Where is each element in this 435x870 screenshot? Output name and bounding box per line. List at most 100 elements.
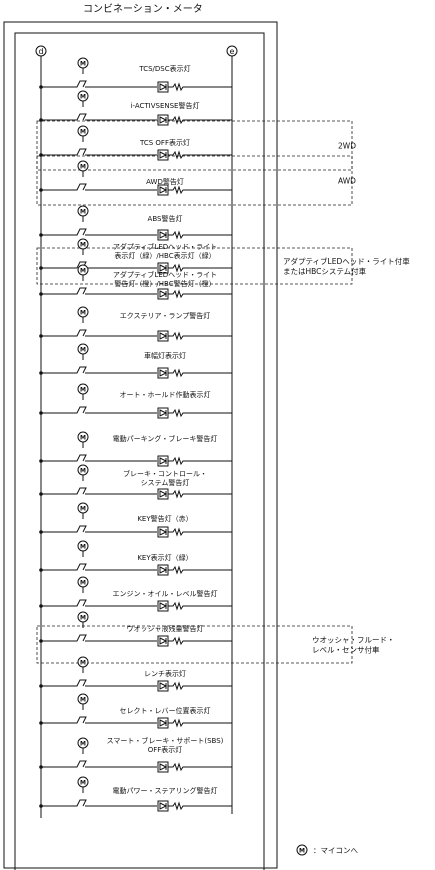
option-group-note: アダプティブLEDヘッド・ライト付車 <box>283 256 410 266</box>
microcomputer-legend-icon <box>296 844 308 856</box>
option-group-box <box>36 625 353 664</box>
switch-element <box>41 716 87 724</box>
microcomputer-symbol: M <box>80 61 86 68</box>
terminal-d-label: d <box>38 47 43 56</box>
microcomputer-symbol: M <box>80 468 86 475</box>
indicator-label: 警告灯（橙）/HBC警告灯（橙） <box>114 279 215 288</box>
switch-element <box>41 183 87 191</box>
resistor-icon <box>168 456 232 466</box>
indicator-label: 電動パワー・ステアリング警告灯 <box>113 786 218 795</box>
resistor-icon <box>168 636 232 646</box>
indicator-label: ウオッシャ液残量警告灯 <box>127 624 204 633</box>
option-group-note: AWD <box>338 177 356 186</box>
resistor-icon <box>168 150 232 160</box>
option-group-note: ウオッシャ・フルード・ <box>312 636 395 645</box>
switch-element <box>41 760 87 768</box>
indicator-circuit: M スマート・ブレーキ・サポート(SBS)OFF表示灯 <box>39 736 232 773</box>
terminal-d: d <box>35 45 47 57</box>
option-groups: 2WDAWDアダプティブLEDヘッド・ライト付車またはHBCシステム付車ウオッシ… <box>36 120 410 664</box>
resistor-icon <box>168 185 232 195</box>
microcomputer-symbol: M <box>80 615 86 622</box>
indicator-circuit: Mi-ACTIVSENSE警告灯 <box>39 90 232 126</box>
microcomputer-symbol: M <box>80 741 86 748</box>
indicator-label: スマート・ブレーキ・サポート(SBS) <box>107 736 224 745</box>
resistor-icon <box>168 263 232 273</box>
microcomputer-symbol: M <box>80 544 86 551</box>
indicator-label: i-ACTIVSENSE警告灯 <box>131 101 200 110</box>
resistor-icon <box>168 331 232 341</box>
option-group-note: またはHBCシステム付車 <box>283 266 367 276</box>
resistor-icon <box>168 489 232 499</box>
switch-element <box>41 406 87 414</box>
switch-element <box>41 113 87 121</box>
switch-element <box>41 799 87 807</box>
indicator-label: OFF表示灯 <box>148 745 183 754</box>
indicator-label: オート・ホールド作動表示灯 <box>120 390 211 399</box>
resistor-icon <box>168 718 232 728</box>
indicator-label: 電動パーキング・ブレーキ警告灯 <box>113 434 218 443</box>
indicator-label: エンジン・オイル・レベル警告灯 <box>113 589 218 598</box>
resistor-icon <box>168 801 232 811</box>
indicator-label: 車幅灯表示灯 <box>144 351 186 360</box>
option-group: 2WD <box>36 120 356 171</box>
indicator-circuit: M ウオッシャ液残量警告灯 <box>39 611 232 647</box>
resistor-icon <box>168 601 232 611</box>
switch-element <box>41 228 87 236</box>
option-group-box <box>36 247 353 285</box>
microcomputer-symbol: M <box>80 209 86 216</box>
indicator-label: レンチ表示灯 <box>144 669 186 678</box>
indicator-circuit: M レンチ表示灯 <box>39 656 232 692</box>
indicator-label: アダプティブLEDヘッド・ライト <box>113 270 217 279</box>
option-group-box <box>36 155 353 206</box>
resistor-icon <box>168 527 232 537</box>
indicator-label: システム警告灯 <box>141 478 190 487</box>
indicator-label: TCS/DSC表示灯 <box>138 64 190 73</box>
switch-element <box>41 329 87 337</box>
microcomputer-symbol: M <box>80 435 86 442</box>
microcomputer-symbol: M <box>80 660 86 667</box>
microcomputer-symbol: M <box>80 310 86 317</box>
indicator-label: セレクト・レバー位置表示灯 <box>120 706 211 715</box>
switch-element <box>41 487 87 495</box>
switch-element <box>41 525 87 533</box>
indicator-circuit: M 電動パーキング・ブレーキ警告灯 <box>39 431 232 467</box>
meter-inner-frame <box>14 32 265 870</box>
microcomputer-symbol: M <box>80 387 86 394</box>
switch-element <box>41 599 87 607</box>
switch-element <box>41 634 87 642</box>
option-group: ウオッシャ・フルード・レベル・センサ付車 <box>36 625 395 664</box>
resistor-icon <box>168 289 232 299</box>
indicator-label: TCS OFF表示灯 <box>139 138 190 147</box>
switch-element <box>41 454 87 462</box>
indicator-label: エクステリア・ランプ警告灯 <box>120 311 211 320</box>
microcomputer-symbol: M <box>80 506 86 513</box>
indicator-label: 表示灯（緑）/HBC表示灯（緑） <box>114 251 215 260</box>
legend-text: ：マイコンへ <box>313 846 358 855</box>
legend-symbol: M <box>299 848 305 855</box>
legend: M ：マイコンへ <box>296 844 358 856</box>
resistor-icon <box>168 115 232 125</box>
resistor-icon <box>168 408 232 418</box>
switch-element <box>41 679 87 687</box>
microcomputer-symbol: M <box>80 268 86 275</box>
indicator-label: アダプティブLEDヘッド・ライト <box>113 242 217 251</box>
terminal-e: e <box>226 45 238 57</box>
resistor-icon <box>168 762 232 772</box>
resistor-icon <box>168 565 232 575</box>
resistor-icon <box>168 82 232 92</box>
option-group: AWD <box>36 155 356 206</box>
